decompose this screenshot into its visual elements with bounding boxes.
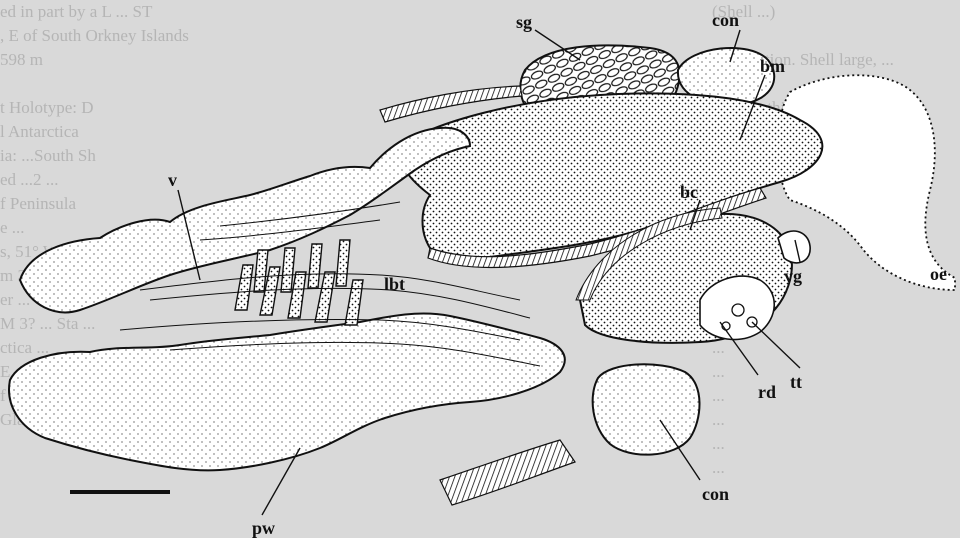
scale-bar bbox=[70, 490, 170, 494]
label-bc: bc bbox=[680, 182, 698, 202]
label-sg: sg bbox=[516, 12, 532, 32]
label-tt: tt bbox=[790, 372, 802, 392]
connective-tissue-lower-shape bbox=[593, 364, 700, 454]
label-con-top: con bbox=[712, 10, 739, 30]
tooth-ring-1 bbox=[732, 304, 744, 316]
label-bm: bm bbox=[760, 56, 785, 76]
label-lbt: lbt bbox=[384, 274, 405, 294]
label-vg: vg bbox=[784, 266, 802, 286]
label-rd: rd bbox=[758, 382, 776, 402]
label-oe: oe bbox=[930, 264, 947, 284]
label-v: v bbox=[168, 170, 177, 190]
label-con-bottom: con bbox=[702, 484, 729, 504]
label-pw: pw bbox=[252, 518, 275, 538]
